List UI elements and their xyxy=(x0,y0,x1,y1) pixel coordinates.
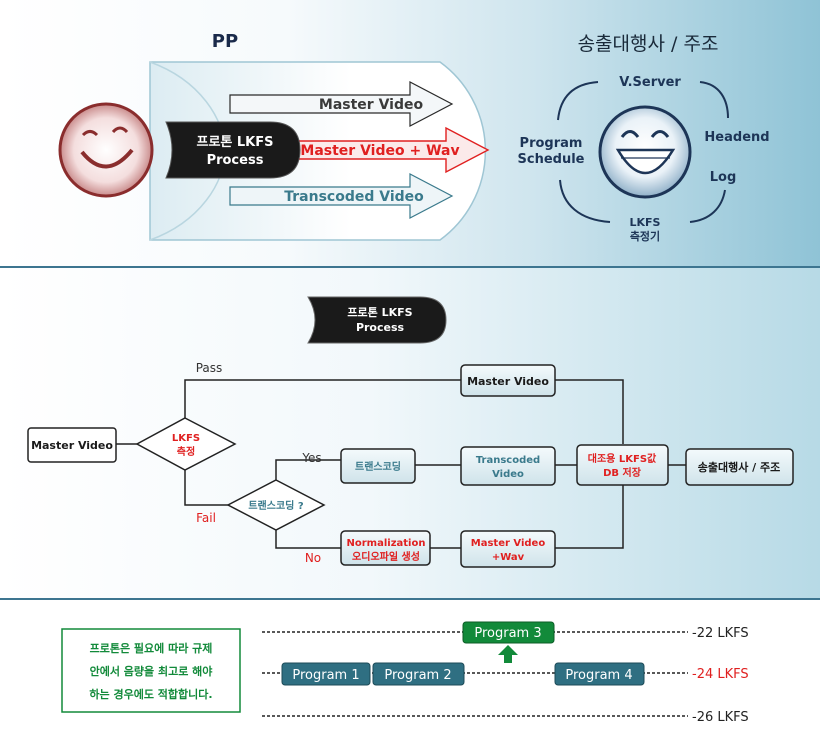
transcoding-box xyxy=(340,448,416,484)
note-box xyxy=(61,628,241,713)
level-label-24: -24 LKFS xyxy=(692,667,749,682)
lkfs-decision-line2: 측정 xyxy=(177,445,195,458)
master-video-wav-line1: Master Video xyxy=(471,538,546,549)
arrow-label-master-video: Master Video xyxy=(319,97,424,113)
arrow-master-video xyxy=(229,81,454,127)
transcoding-decision xyxy=(226,479,326,531)
lkfs-decision-line1: LKFS xyxy=(172,433,200,444)
arrow-label-transcoded-video: Transcoded Video xyxy=(284,189,424,205)
program-3-label: Program 3 xyxy=(474,626,541,641)
note-line-2: 안에서 음량을 최고로 해야 xyxy=(90,664,213,678)
level-label-26: -26 LKFS xyxy=(692,710,749,725)
cycle-arcs xyxy=(557,81,729,223)
pp-smiley-icon xyxy=(58,102,154,198)
master-video-box xyxy=(460,364,556,397)
normalization-box xyxy=(340,530,431,566)
process-flow-line2: Process xyxy=(356,321,405,334)
cycle-lkfs-line1: LKFS xyxy=(630,216,661,229)
master-video-input-label: Master Video xyxy=(31,439,113,452)
program-4-bar xyxy=(554,662,645,686)
transcoded-video-line1: Transcoded xyxy=(476,455,540,466)
note-line-3: 하는 경우에도 적합합니다. xyxy=(89,687,212,701)
arrow-transcoded-video xyxy=(229,173,454,219)
cycle-lkfs-line2: 측정기 xyxy=(630,229,660,243)
transcoding-box-label: 트랜스코딩 xyxy=(355,460,401,473)
level-label-22: -22 LKFS xyxy=(692,626,749,641)
pass-label: Pass xyxy=(196,361,223,375)
process-box-top xyxy=(165,121,301,179)
transcoded-video-line2: Video xyxy=(492,469,524,480)
process-top-line2: Process xyxy=(207,153,264,168)
up-arrow-icon xyxy=(498,645,518,663)
note-line-1: 프로톤은 필요에 따라 규제 xyxy=(90,641,213,655)
cycle-program-line1: Program xyxy=(520,136,583,151)
db-store-line1: 대조용 LKFS값 xyxy=(588,452,657,465)
cycle-headend: Headend xyxy=(704,130,769,145)
db-store-box xyxy=(576,444,669,486)
cycle-program-line2: Schedule xyxy=(518,152,585,167)
master-video-box-label: Master Video xyxy=(467,375,549,388)
cycle-log: Log xyxy=(710,170,737,185)
process-box-flow xyxy=(307,296,447,344)
program-1-label: Program 1 xyxy=(292,668,359,683)
fail-label: Fail xyxy=(196,511,216,525)
yes-label: Yes xyxy=(301,451,321,465)
program-1-bar xyxy=(281,662,371,686)
master-video-wav-box xyxy=(460,530,556,568)
arrow-label-master-video-wav: Master Video + Wav xyxy=(300,143,459,159)
broadcaster-smiley-icon xyxy=(598,105,692,199)
program-3-bar xyxy=(462,621,555,644)
flow-connectors xyxy=(116,379,686,549)
no-label: No xyxy=(305,551,321,565)
broadcaster-title: 송출대행사 / 주조 xyxy=(578,33,719,55)
process-flow-line1: 프로톤 LKFS xyxy=(347,306,412,319)
transcoded-video-box xyxy=(460,446,556,486)
program-4-label: Program 4 xyxy=(565,668,632,683)
program-2-label: Program 2 xyxy=(384,668,451,683)
program-2-bar xyxy=(372,662,465,686)
normalization-line1: Normalization xyxy=(347,538,426,549)
broadcaster-box-label: 송출대행사 / 주조 xyxy=(698,460,781,474)
pp-title: PP xyxy=(212,31,238,52)
master-video-input-box xyxy=(27,427,117,463)
normalization-line2: 오디오파일 생성 xyxy=(352,550,420,563)
process-top-line1: 프로톤 LKFS xyxy=(196,135,273,150)
transcoding-decision-label: 트랜스코딩 ? xyxy=(248,499,303,512)
broadcaster-box xyxy=(685,448,794,486)
db-store-line2: DB 저장 xyxy=(603,466,642,479)
master-video-wav-line2: +Wav xyxy=(492,552,525,563)
cycle-vserver: V.Server xyxy=(619,75,681,90)
lkfs-decision xyxy=(135,417,237,471)
